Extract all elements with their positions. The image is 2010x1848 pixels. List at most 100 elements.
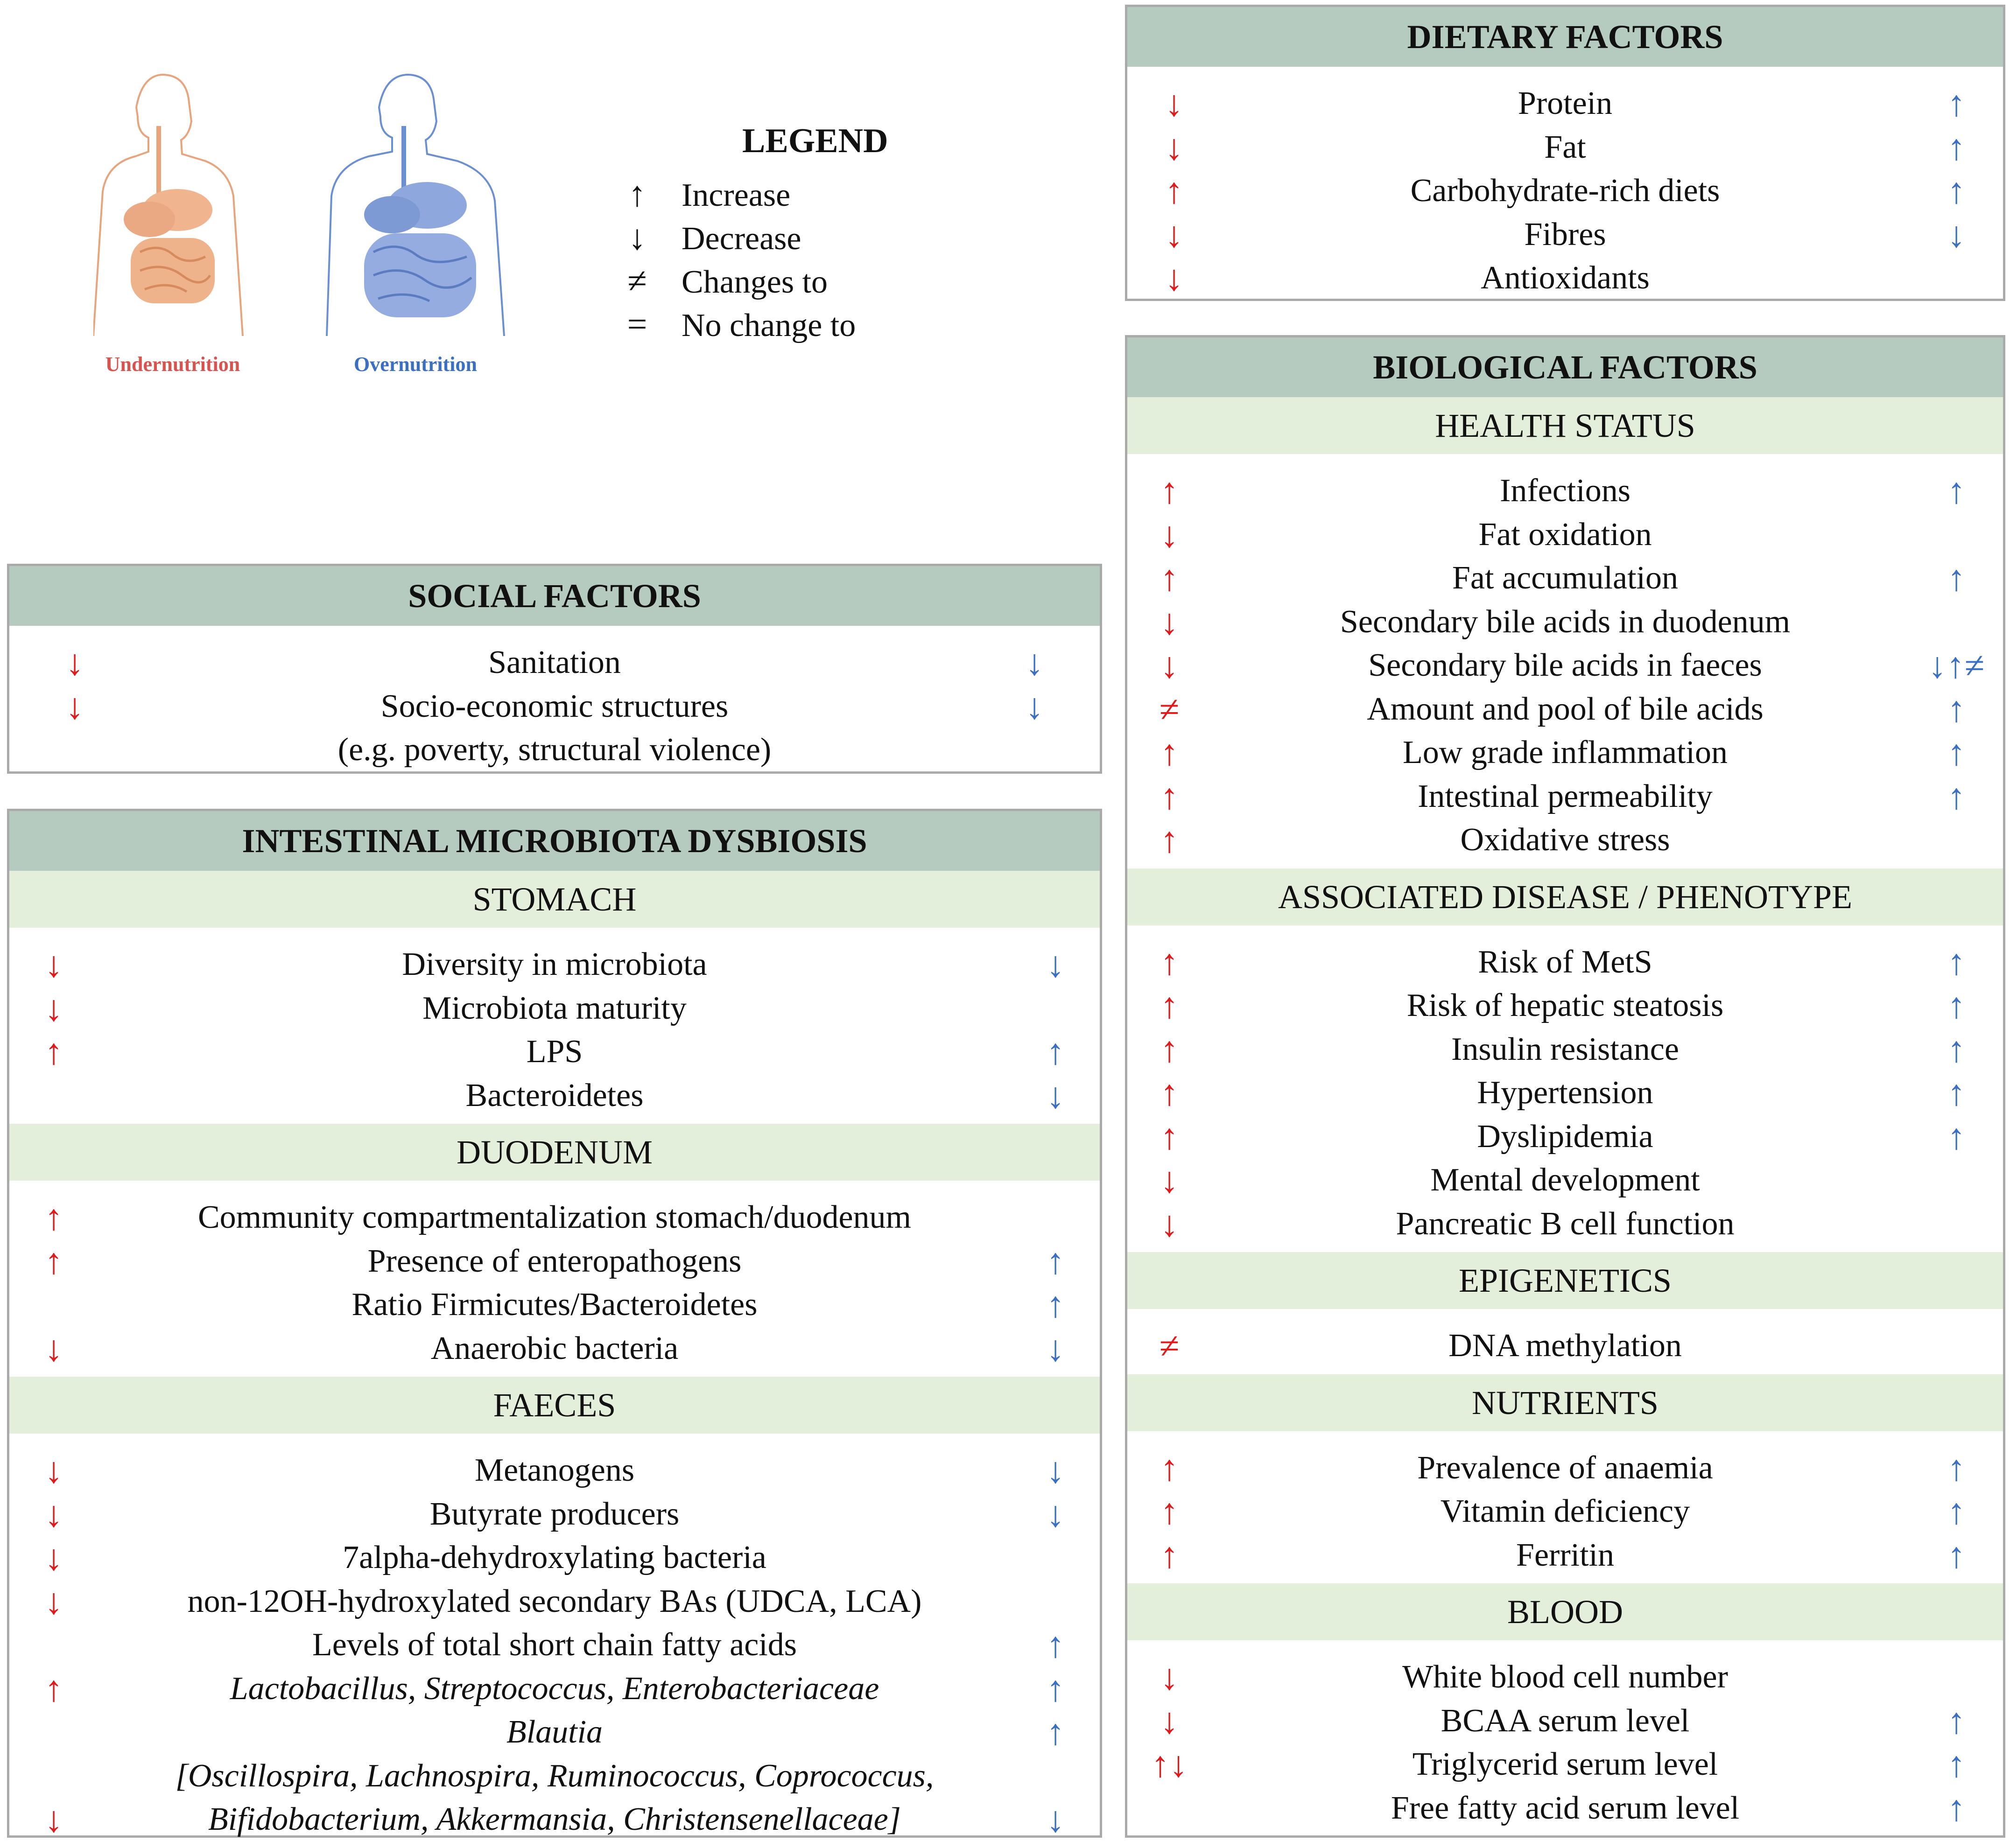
table-row: ↑Oxidative stress bbox=[1127, 818, 2003, 862]
overnutrition-marker: ↑ bbox=[1947, 1787, 1966, 1828]
undernutrition-marker: ↑ bbox=[1160, 558, 1179, 598]
undernutrition-marker: ↑ bbox=[44, 1240, 63, 1281]
table-row: ≠DNA methylation bbox=[1127, 1324, 2003, 1368]
table-row: ↑Dyslipidemia↑ bbox=[1127, 1115, 2003, 1159]
social-factors-panel: SOCIAL FACTORS↓Sanitation↓↓Socio-economi… bbox=[7, 564, 1102, 774]
undernutrition-marker: ↑ bbox=[1160, 732, 1179, 773]
undernutrition-marker: ↓ bbox=[44, 987, 63, 1029]
table-row: ↓Metanogens↓ bbox=[9, 1449, 1100, 1492]
overnutrition-marker: ↑ bbox=[1947, 170, 1966, 211]
row-label: Prevalence of anaemia bbox=[1417, 1449, 1713, 1486]
undernutrition-marker: ↓ bbox=[44, 1328, 63, 1369]
row-label: Sanitation bbox=[488, 644, 621, 680]
undernutrition-marker: ↑ bbox=[1160, 1116, 1179, 1157]
overnutrition-marker: ↓ bbox=[1046, 1075, 1065, 1116]
undernutrition-marker: ↓ bbox=[1165, 258, 1183, 298]
table-row: ↑Carbohydrate-rich diets↑ bbox=[1127, 169, 2003, 213]
table-row: ↓ Butyrate producers ↓ bbox=[9, 1492, 1100, 1536]
panel-title: DIETARY FACTORS bbox=[1127, 7, 2003, 67]
overnutrition-marker: ↓↑≠ bbox=[1928, 645, 1985, 686]
row-label: Presence of enteropathogens bbox=[367, 1243, 742, 1279]
row-label: Mental development bbox=[1430, 1162, 1700, 1198]
undernutrition-marker: ↑ bbox=[1160, 470, 1179, 511]
overnutrition-marker: ↑ bbox=[1046, 1240, 1065, 1281]
table-row: ↓Secondary bile acids in faeces↓↑≠ bbox=[1127, 644, 2003, 687]
table-row: ↑Risk of hepatic steatosis↑ bbox=[1127, 984, 2003, 1028]
dietary-factors-panel: DIETARY FACTORS↓Protein↑↓Fat↑↑Carbohydra… bbox=[1125, 5, 2005, 301]
table-row: ↑↓Triglycerid serum level↑ bbox=[1127, 1743, 2003, 1786]
table-row: ↓Fibres↓ bbox=[1127, 213, 2003, 257]
legend-label: Increase bbox=[682, 177, 791, 213]
legend-symbol: = bbox=[627, 305, 647, 344]
table-row: ↑Community compartmentalization stomach/… bbox=[9, 1196, 1100, 1239]
row-label: Community compartmentalization stomach/d… bbox=[197, 1199, 912, 1235]
overnutrition-marker: ↑ bbox=[1947, 776, 1966, 817]
row-label: Insulin resistance bbox=[1451, 1031, 1679, 1067]
row-label: Anaerobic bacteria bbox=[430, 1330, 679, 1366]
overnutrition-marker: ↑ bbox=[1947, 1491, 1966, 1532]
legend-symbol: ≠ bbox=[627, 261, 647, 301]
row-label: Secondary bile acids in duodenum bbox=[1340, 603, 1791, 640]
row-label: Fat bbox=[1544, 129, 1586, 165]
overnutrition-marker: ↑ bbox=[1947, 732, 1966, 773]
table-row: ↑ Presence of enteropathogens ↑ bbox=[9, 1239, 1100, 1283]
undernutrition-marker: ↑ bbox=[44, 1668, 63, 1709]
undernutrition-marker: ↓ bbox=[1160, 514, 1179, 555]
legend-item: ≠Changes to bbox=[593, 259, 888, 303]
table-row: ↓ Mental development bbox=[1127, 1158, 2003, 1202]
undernutrition-marker: ↓ bbox=[1160, 1657, 1179, 1697]
undernutrition-marker: ↓ bbox=[1165, 83, 1183, 124]
undernutrition-marker: ↑ bbox=[1160, 985, 1179, 1026]
overnutrition-marker: ↑ bbox=[1947, 1700, 1966, 1741]
overnutrition-marker: ↑ bbox=[1947, 558, 1966, 598]
undernutrition-marker: ↑ bbox=[44, 1031, 63, 1072]
row-label: Risk of MetS bbox=[1478, 944, 1652, 980]
panel-title: BIOLOGICAL FACTORS bbox=[1127, 337, 2003, 397]
legend: LEGEND ↑Increase↓Decrease≠Changes to=No … bbox=[593, 121, 888, 346]
overnutrition-marker: ↓ bbox=[1046, 1493, 1065, 1534]
panel-title: INTESTINAL MICROBIOTA DYSBIOSIS bbox=[9, 811, 1100, 871]
undernutrition-marker: ↑ bbox=[1160, 1447, 1179, 1488]
table-row: ↑ Risk of MetS ↑ bbox=[1127, 940, 2003, 984]
row-label: Bacteroidetes bbox=[465, 1077, 644, 1113]
section-header: ASSOCIATED DISEASE / PHENOTYPE bbox=[1127, 868, 2003, 925]
row-label: Low grade inflammation bbox=[1403, 735, 1728, 770]
row-label: Fat accumulation bbox=[1452, 560, 1679, 596]
undernutrition-marker: ↓ bbox=[44, 944, 63, 985]
undernutrition-marker: ↓ bbox=[65, 686, 84, 727]
row-label: (e.g. poverty, structural violence) bbox=[337, 732, 772, 768]
overnutrition-marker: ↑ bbox=[1947, 688, 1966, 729]
legend-item: ↑ Increase bbox=[593, 173, 888, 216]
row-label: Infections bbox=[1500, 473, 1630, 509]
undernutrition-marker: ↓ bbox=[1160, 601, 1179, 642]
table-row: ↓ White blood cell number bbox=[1127, 1655, 2003, 1699]
section-header: HEALTH STATUS bbox=[1127, 397, 2003, 454]
table-row: ↓BCAA serum level↑ bbox=[1127, 1699, 2003, 1743]
table-row: ↓[Oscillospira, Lachnospira, Ruminococcu… bbox=[9, 1754, 1100, 1841]
row-label: Protein bbox=[1518, 85, 1613, 121]
row-label: Carbohydrate-rich diets bbox=[1410, 173, 1720, 209]
undernutrition-marker: ↓ bbox=[44, 1493, 63, 1534]
undernutrition-marker: ↓ bbox=[1160, 1203, 1179, 1244]
overnutrition-marker: ↑ bbox=[1947, 941, 1966, 982]
undernutrition-marker: ↓ bbox=[1160, 1160, 1179, 1200]
overnutrition-marker: ↓ bbox=[1025, 642, 1044, 683]
legend-symbol: ↑ bbox=[628, 175, 646, 214]
undernutrition-marker: ↑ bbox=[1160, 941, 1179, 982]
undernutrition-marker: ≠ bbox=[1159, 688, 1180, 729]
row-label: White blood cell number bbox=[1402, 1659, 1728, 1695]
table-row: Levels of total short chain fatty acids↑ bbox=[9, 1623, 1100, 1667]
table-row: Bacteroidetes ↓ bbox=[9, 1074, 1100, 1118]
undernutrition-marker: ↓ bbox=[1160, 645, 1179, 686]
section-header: FAECES bbox=[9, 1377, 1100, 1434]
table-row: ↑ Fat accumulation ↑ bbox=[1127, 556, 2003, 600]
table-row: (e.g. poverty, structural violence) bbox=[9, 728, 1100, 772]
row-label-continued: Bifidobacterium, Akkermansia, Christense… bbox=[208, 1801, 901, 1837]
overnutrition-marker: ↑ bbox=[1947, 1744, 1966, 1785]
undernutrition-marker: ↑ bbox=[1160, 776, 1179, 817]
undernutrition-marker: ↓ bbox=[44, 1799, 63, 1840]
table-row: ↑Ferritin↑ bbox=[1127, 1533, 2003, 1577]
undernutrition-marker: ↓ bbox=[65, 642, 84, 683]
row-label: Butyrate producers bbox=[429, 1496, 680, 1532]
row-label: Diversity in microbiota bbox=[402, 946, 707, 982]
